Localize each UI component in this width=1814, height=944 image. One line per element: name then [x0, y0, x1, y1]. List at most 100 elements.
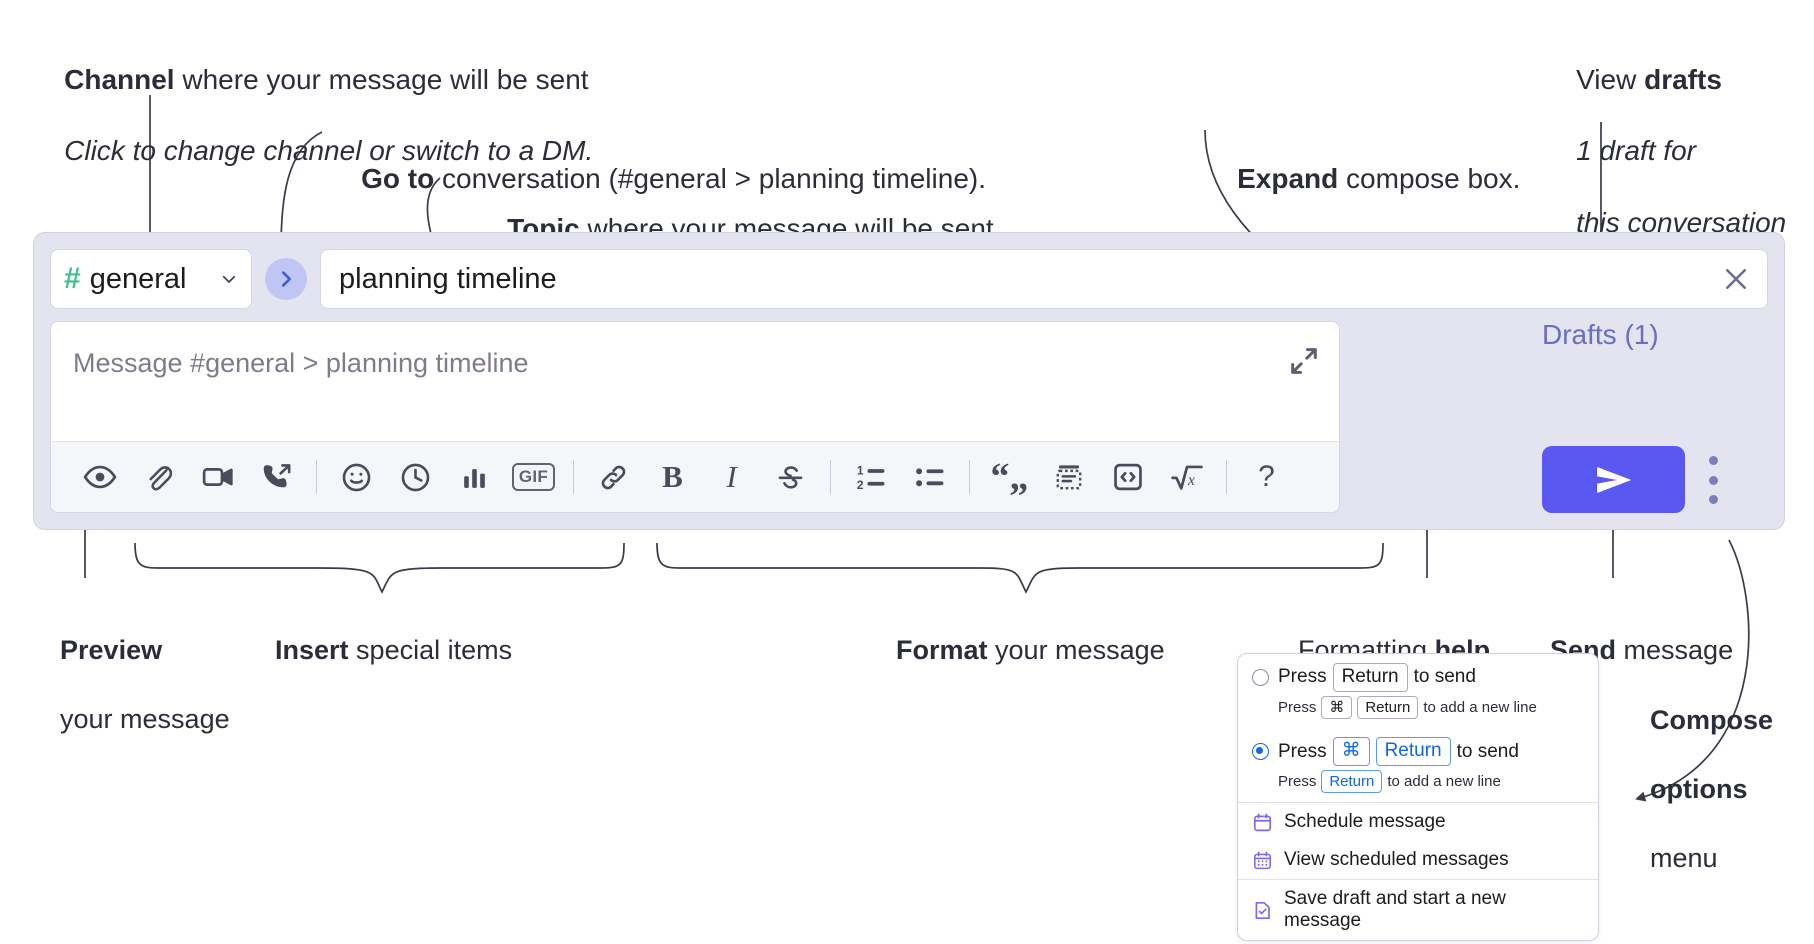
annotation-compose-options: Compose options menu — [1620, 668, 1773, 910]
gif-label: GIF — [511, 463, 556, 491]
document-check-icon — [1252, 900, 1273, 921]
bar-chart-icon[interactable] — [445, 451, 504, 503]
option-2-post: to send — [1456, 740, 1519, 762]
send-option-cmd-return[interactable]: Press ⌘ Return to send — [1238, 728, 1598, 768]
goto-conversation-button[interactable] — [265, 258, 307, 300]
annotation-expand-rest: compose box. — [1338, 162, 1521, 194]
annotation-drafts-italic-1: 1 draft for — [1576, 135, 1696, 167]
bulleted-list-icon[interactable] — [900, 451, 959, 503]
menu-item-label: Save draft and start a new message — [1284, 888, 1506, 932]
drafts-link[interactable]: Drafts (1) — [1542, 319, 1659, 350]
annotation-compose-bold-1: Compose — [1650, 704, 1774, 735]
clear-topic-icon[interactable] — [1721, 264, 1751, 294]
paperclip-icon[interactable] — [129, 451, 188, 503]
expand-compose-icon[interactable] — [1287, 344, 1321, 378]
topic-input[interactable]: planning timeline — [320, 249, 1768, 309]
compose-options-menu: Press Return to send Press ⌘ Return to a… — [1237, 653, 1599, 942]
key-return: Return — [1321, 769, 1383, 794]
menu-divider — [1238, 879, 1598, 881]
key-command: ⌘ — [1321, 695, 1353, 720]
key-command: ⌘ — [1332, 737, 1370, 766]
hash-icon: # — [64, 262, 81, 295]
italic-icon[interactable]: I — [702, 451, 761, 503]
huddle-phone-icon[interactable] — [247, 451, 306, 503]
option-1-pre: Press — [1278, 666, 1327, 688]
annotation-insert-rest: special items — [348, 634, 513, 665]
help-label: ? — [1258, 460, 1275, 493]
annotation-channel-bold: Channel — [64, 63, 175, 95]
message-input-block: Message #general > planning timeline — [50, 321, 1340, 513]
annotation-goto-rest: conversation (#general > planning timeli… — [434, 162, 986, 194]
send-button[interactable] — [1542, 446, 1685, 513]
annotation-goto: Go to conversation (#general > planning … — [330, 125, 986, 232]
send-option-1-hint: Press ⌘ Return to add a new line — [1238, 694, 1598, 729]
annotation-channel-rest: where your message will be sent — [174, 63, 589, 95]
annotation-insert-bold: Insert — [275, 634, 349, 665]
menu-item-view-scheduled[interactable]: View scheduled messages — [1238, 841, 1598, 879]
channel-name-label: general — [89, 262, 187, 295]
menu-item-save-draft[interactable]: Save draft and start a new message — [1238, 880, 1598, 940]
annotation-preview-bold: Preview — [60, 634, 163, 665]
bold-label: B — [662, 459, 683, 494]
gif-icon[interactable]: GIF — [504, 451, 563, 503]
menu-item-label: View scheduled messages — [1284, 849, 1509, 871]
link-icon[interactable] — [584, 451, 643, 503]
annotation-insert: Insert special items — [245, 598, 512, 702]
calendar-icon — [1252, 812, 1273, 833]
key-return: Return — [1332, 663, 1408, 692]
strikethrough-icon[interactable] — [761, 451, 820, 503]
ordered-list-icon[interactable]: 1 2 — [841, 451, 900, 503]
channel-selector[interactable]: # general — [50, 249, 252, 309]
compose-options-button[interactable] — [1703, 456, 1723, 504]
send-option-2-text: Press ⌘ Return to send — [1278, 737, 1519, 766]
calendar-grid-icon — [1252, 850, 1273, 871]
toolbar-separator — [1226, 460, 1227, 494]
topic-value: planning timeline — [339, 262, 557, 295]
blockquote-icon[interactable]: “„ — [980, 451, 1039, 503]
clock-icon[interactable] — [386, 451, 445, 503]
message-placeholder[interactable]: Message #general > planning timeline — [73, 348, 529, 378]
annotation-preview: Preview your message — [30, 598, 230, 771]
option-1-sub-pre: Press — [1278, 698, 1317, 716]
send-option-return[interactable]: Press Return to send — [1238, 654, 1598, 694]
eye-icon[interactable] — [70, 451, 129, 503]
code-block-icon[interactable] — [1039, 451, 1098, 503]
toolbar-separator — [573, 460, 574, 494]
toolbar-separator — [969, 460, 970, 494]
option-1-sub-post: to add a new line — [1423, 698, 1537, 716]
compose-panel: # general planning timeline Message #gen… — [33, 232, 1785, 530]
option-2-sub-pre: Press — [1278, 773, 1317, 791]
annotation-format-rest: your message — [987, 634, 1165, 665]
option-1-post: to send — [1413, 666, 1476, 688]
inline-code-icon[interactable] — [1098, 451, 1157, 503]
radio-button-selected[interactable] — [1252, 743, 1269, 761]
emoji-icon[interactable] — [327, 451, 386, 503]
video-camera-icon[interactable] — [188, 451, 247, 503]
annotation-compose-rest: menu — [1650, 842, 1718, 873]
kebab-dot — [1708, 456, 1718, 465]
key-return: Return — [1375, 737, 1451, 766]
svg-text:2: 2 — [856, 478, 863, 492]
send-option-2-hint: Press Return to add a new line — [1238, 768, 1598, 803]
annotation-expand-bold: Expand — [1237, 162, 1339, 194]
menu-item-schedule-message[interactable]: Schedule message — [1238, 803, 1598, 841]
send-option-1-text: Press Return to send — [1278, 663, 1476, 692]
annotation-goto-bold: Go to — [361, 162, 435, 194]
annotation-channel: Channel where your message will be sent … — [33, 26, 593, 205]
annotation-format: Format your message — [866, 598, 1165, 702]
help-icon[interactable]: ? — [1237, 451, 1296, 503]
annotation-expand: Expand compose box. — [1206, 125, 1520, 232]
annotation-compose-bold-2: options — [1650, 773, 1748, 804]
kebab-dot — [1708, 495, 1718, 504]
chevron-down-icon — [220, 270, 238, 288]
blockquote-glyph: “„ — [990, 455, 1029, 498]
option-2-sub-post: to add a new line — [1387, 773, 1501, 791]
menu-item-label: Schedule message — [1284, 811, 1446, 833]
key-return: Return — [1357, 695, 1419, 720]
radio-button[interactable] — [1252, 668, 1269, 686]
math-icon[interactable]: x — [1157, 451, 1216, 503]
annotation-channel-italic: Click to change channel or switch to a D… — [64, 135, 594, 167]
annotation-format-bold: Format — [896, 634, 988, 665]
bold-icon[interactable]: B — [643, 451, 702, 503]
svg-text:1: 1 — [856, 464, 863, 478]
